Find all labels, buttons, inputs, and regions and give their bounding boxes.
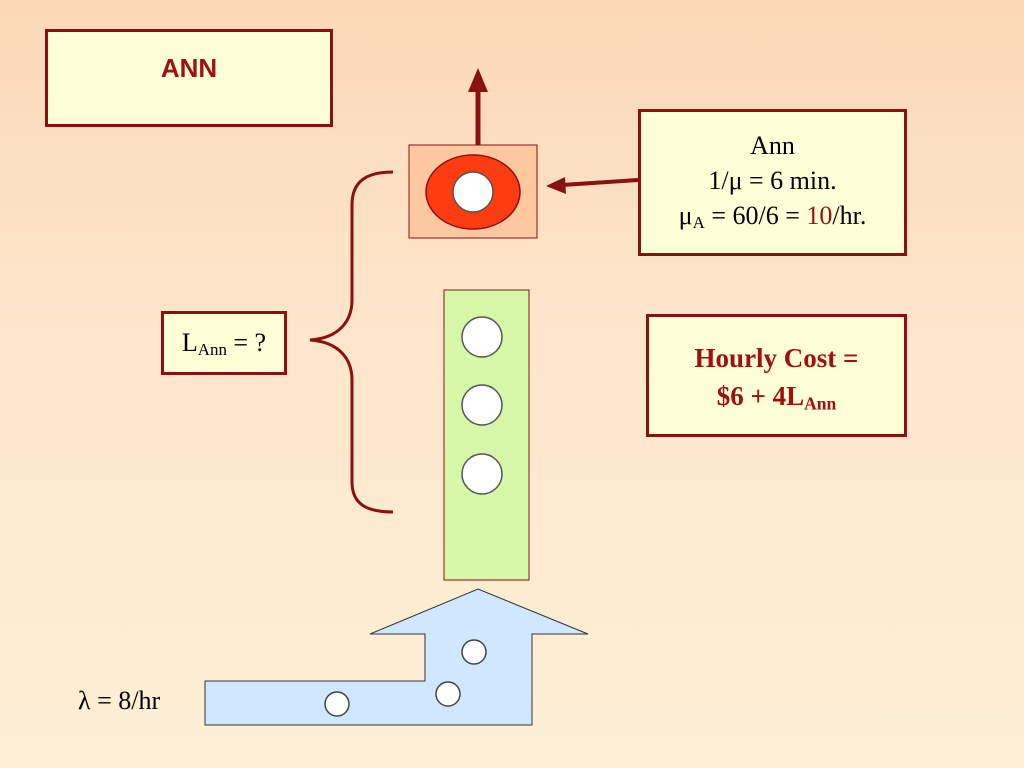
queued-customer [461, 453, 503, 495]
arriving-customer [324, 691, 350, 717]
server-info-box: Ann 1/μ = 6 min. μA = 60/6 = 10/hr. [638, 109, 907, 256]
title-box: ANN [45, 29, 333, 127]
slide-title: ANN [160, 52, 218, 83]
hourly-cost-line1: Hourly Cost = [694, 343, 859, 373]
arriving-customer [435, 681, 461, 707]
hourly-cost-box: Hourly Cost = $6 + 4LAnn [646, 314, 907, 437]
queued-customer [461, 316, 503, 358]
service-rate: μA = 60/6 = 10/hr. [678, 201, 867, 233]
arrival-arrow [204, 588, 589, 726]
departure-arrow [468, 68, 488, 146]
system-brace [309, 170, 394, 514]
arriving-customer [461, 639, 487, 665]
service-time: 1/μ = 6 min. [708, 166, 837, 195]
hourly-cost-line2: $6 + 4LAnn [716, 381, 837, 414]
queue-length-box: LAnn = ? [161, 311, 287, 375]
info-pointer-arrow [546, 177, 639, 194]
server-name: Ann [750, 131, 795, 160]
customer-in-service [452, 171, 494, 213]
queued-customer [461, 384, 503, 426]
queue-length-label: LAnn = ? [181, 328, 267, 360]
arrival-rate-label: λ = 8/hr [78, 686, 161, 715]
